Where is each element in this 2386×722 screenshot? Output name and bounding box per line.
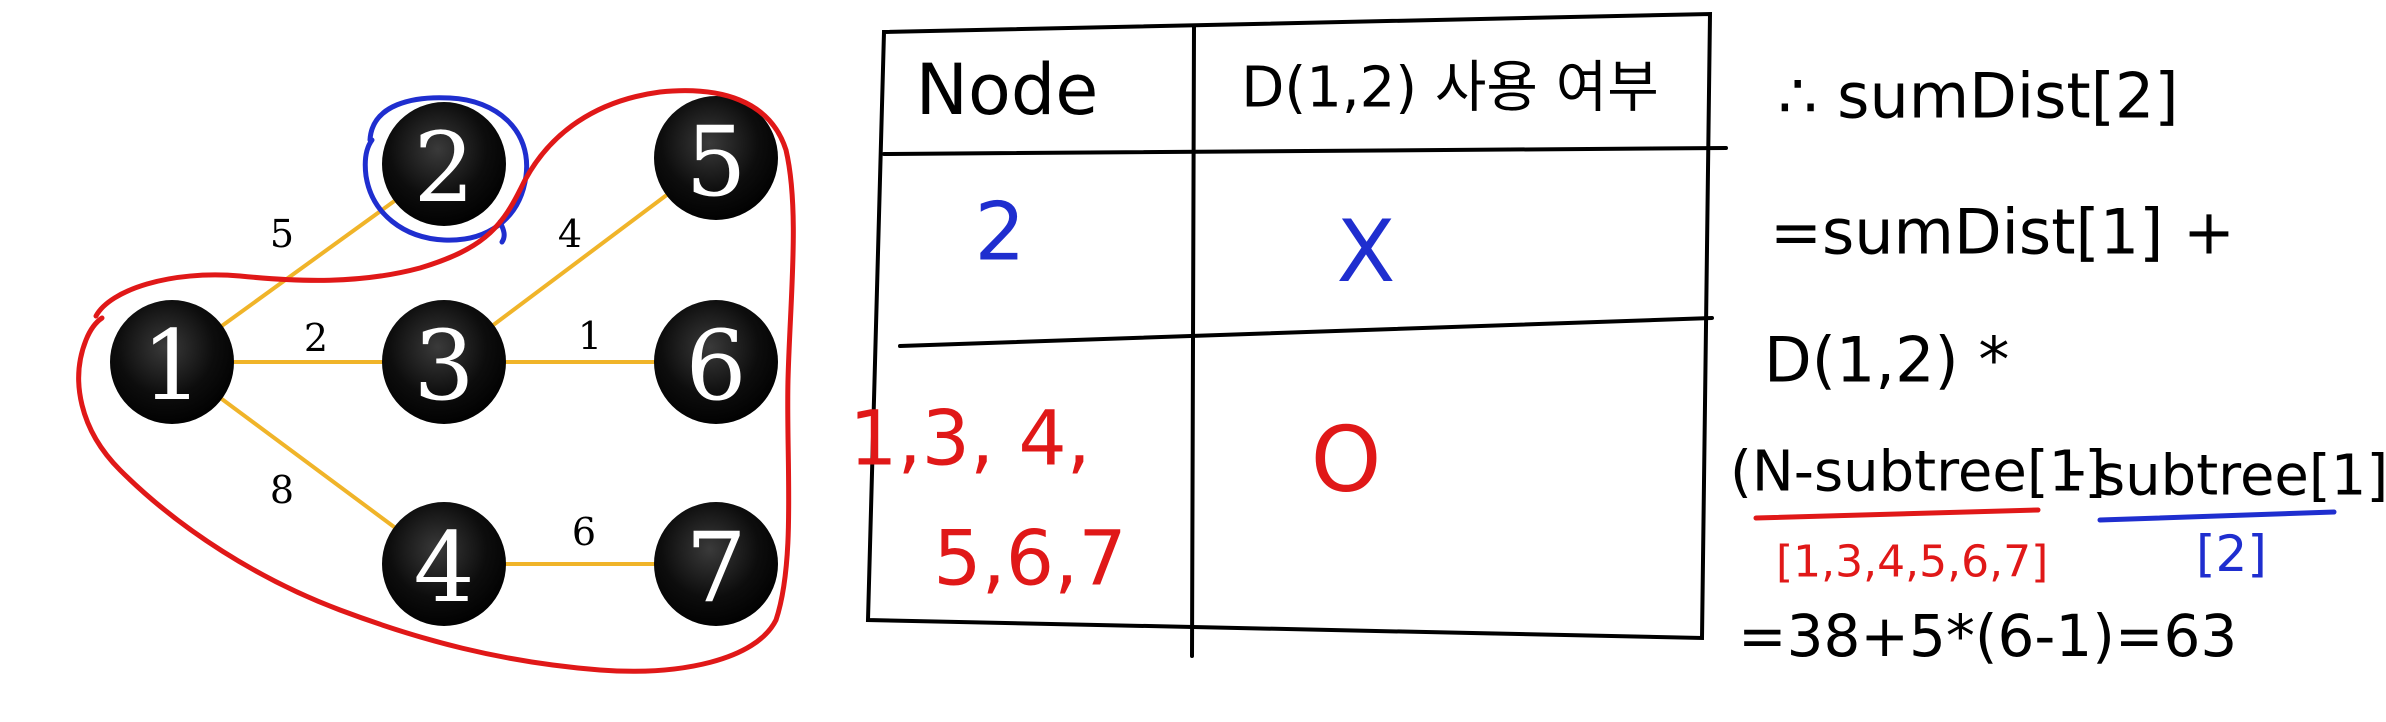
node-1: 1 (110, 300, 234, 424)
formula-line5: =38+5*(6-1)=63 (1738, 602, 2237, 670)
underline-red (1753, 507, 2041, 521)
edge-weight-3-5: 4 (558, 212, 582, 256)
edge-weight-1-4: 8 (270, 468, 294, 512)
underline-blue (2097, 509, 2337, 523)
annotation-red: [1,3,4,5,6,7] (1776, 537, 2048, 588)
table-row1-nodes: 2 (975, 186, 1026, 279)
edge-weight-1-2: 5 (270, 212, 294, 256)
formula-minus: - (2066, 438, 2086, 503)
node-label: 4 (413, 512, 474, 624)
node-label: 3 (413, 310, 474, 422)
table-border (865, 11, 1713, 641)
node-7: 7 (654, 502, 778, 626)
node-6: 6 (654, 300, 778, 424)
red-outline-subtree (76, 88, 796, 674)
annotation-blue: [2] (2196, 525, 2267, 583)
table-column-divider (1190, 24, 1196, 658)
graph-nodes: 1 2 3 4 5 6 7 (110, 96, 778, 626)
table-row-divider (898, 316, 1714, 348)
formula-line3: D(1,2) * (1764, 324, 2009, 397)
formula-line2: =sumDist[1] + (1770, 196, 2235, 269)
node-4: 4 (382, 502, 506, 626)
table-header-divider (882, 146, 1728, 156)
formula-term1: (N-subtree[1] (1730, 440, 2106, 505)
edge-weight-4-7: 6 (572, 510, 596, 554)
node-label: 2 (413, 112, 474, 224)
node-label: 5 (685, 106, 746, 218)
table-row2-usage: O (1311, 408, 1382, 513)
node-label: 7 (685, 512, 746, 624)
node-5: 5 (654, 96, 778, 220)
table-header-node: Node (916, 49, 1099, 131)
table-row2-nodes-line2: 5,6,7 (933, 514, 1126, 603)
node-3: 3 (382, 300, 506, 424)
table-row1-usage: X (1337, 202, 1396, 302)
node-label: 6 (685, 310, 746, 422)
node-label: 1 (141, 310, 202, 422)
table-header-usage: D(1,2) 사용 여부 (1241, 56, 1659, 121)
node-2: 2 (382, 102, 506, 226)
formula-line1: ∴ sumDist[2] (1778, 60, 2179, 133)
edge-weight-3-6: 1 (578, 314, 602, 358)
formula-term2: subtree[1]) (2096, 444, 2386, 509)
table-row2-nodes-line1: 1,3, 4, (849, 394, 1091, 483)
usage-table (865, 11, 1728, 658)
edge-weight-1-3: 2 (304, 316, 328, 360)
